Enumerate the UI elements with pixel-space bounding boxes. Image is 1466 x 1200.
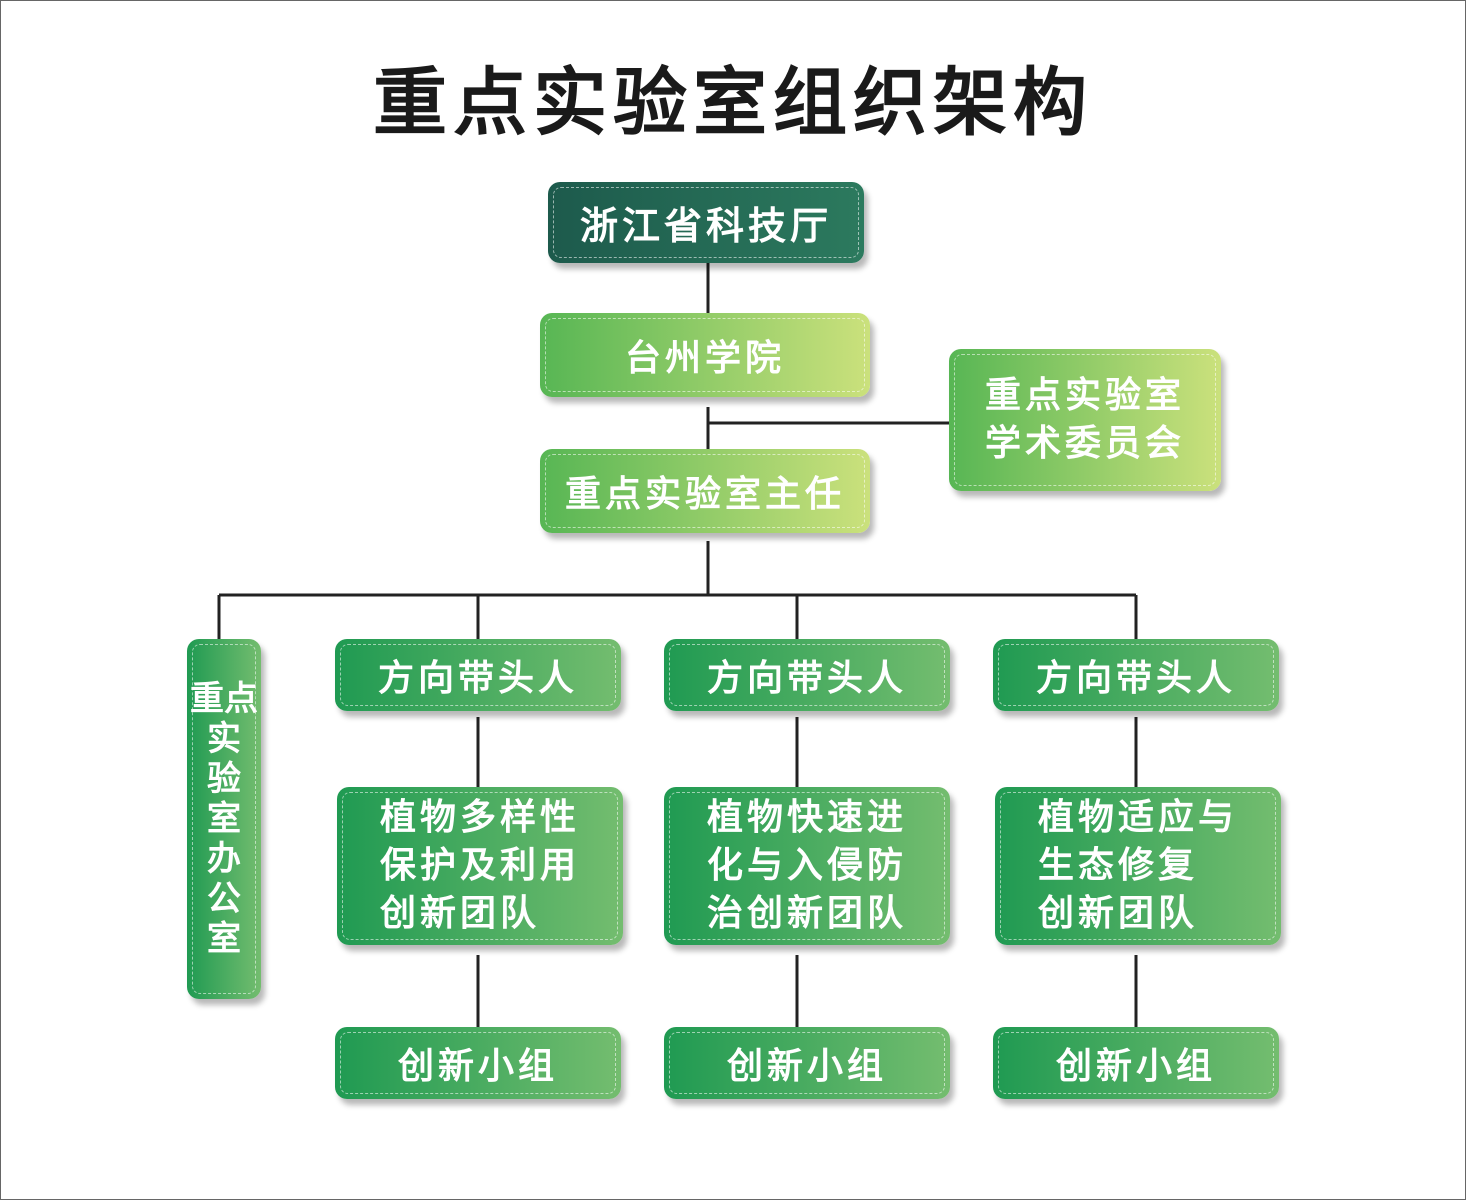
node-provincial-dept: 浙江省科技厅	[548, 182, 864, 263]
node-leader-3: 方向带头人	[993, 639, 1279, 711]
node-leader-1: 方向带头人	[335, 639, 621, 711]
node-team-3: 植物适应与 生态修复 创新团队	[995, 787, 1281, 945]
node-group-1: 创新小组	[335, 1027, 621, 1099]
node-team-1: 植物多样性 保护及利用 创新团队	[337, 787, 623, 945]
node-director: 重点实验室主任	[540, 449, 870, 533]
node-team-2: 植物快速进 化与入侵防 治创新团队	[664, 787, 950, 945]
node-leader-2: 方向带头人	[664, 639, 950, 711]
node-group-2: 创新小组	[664, 1027, 950, 1099]
chart-title: 重点实验室组织架构	[373, 60, 1093, 146]
node-academic-committee: 重点实验室 学术委员会	[949, 349, 1221, 491]
node-group-3: 创新小组	[993, 1027, 1279, 1099]
node-lab-office: 重点 实 验 室 办 公 室	[187, 639, 261, 999]
node-college: 台州学院	[540, 313, 870, 397]
